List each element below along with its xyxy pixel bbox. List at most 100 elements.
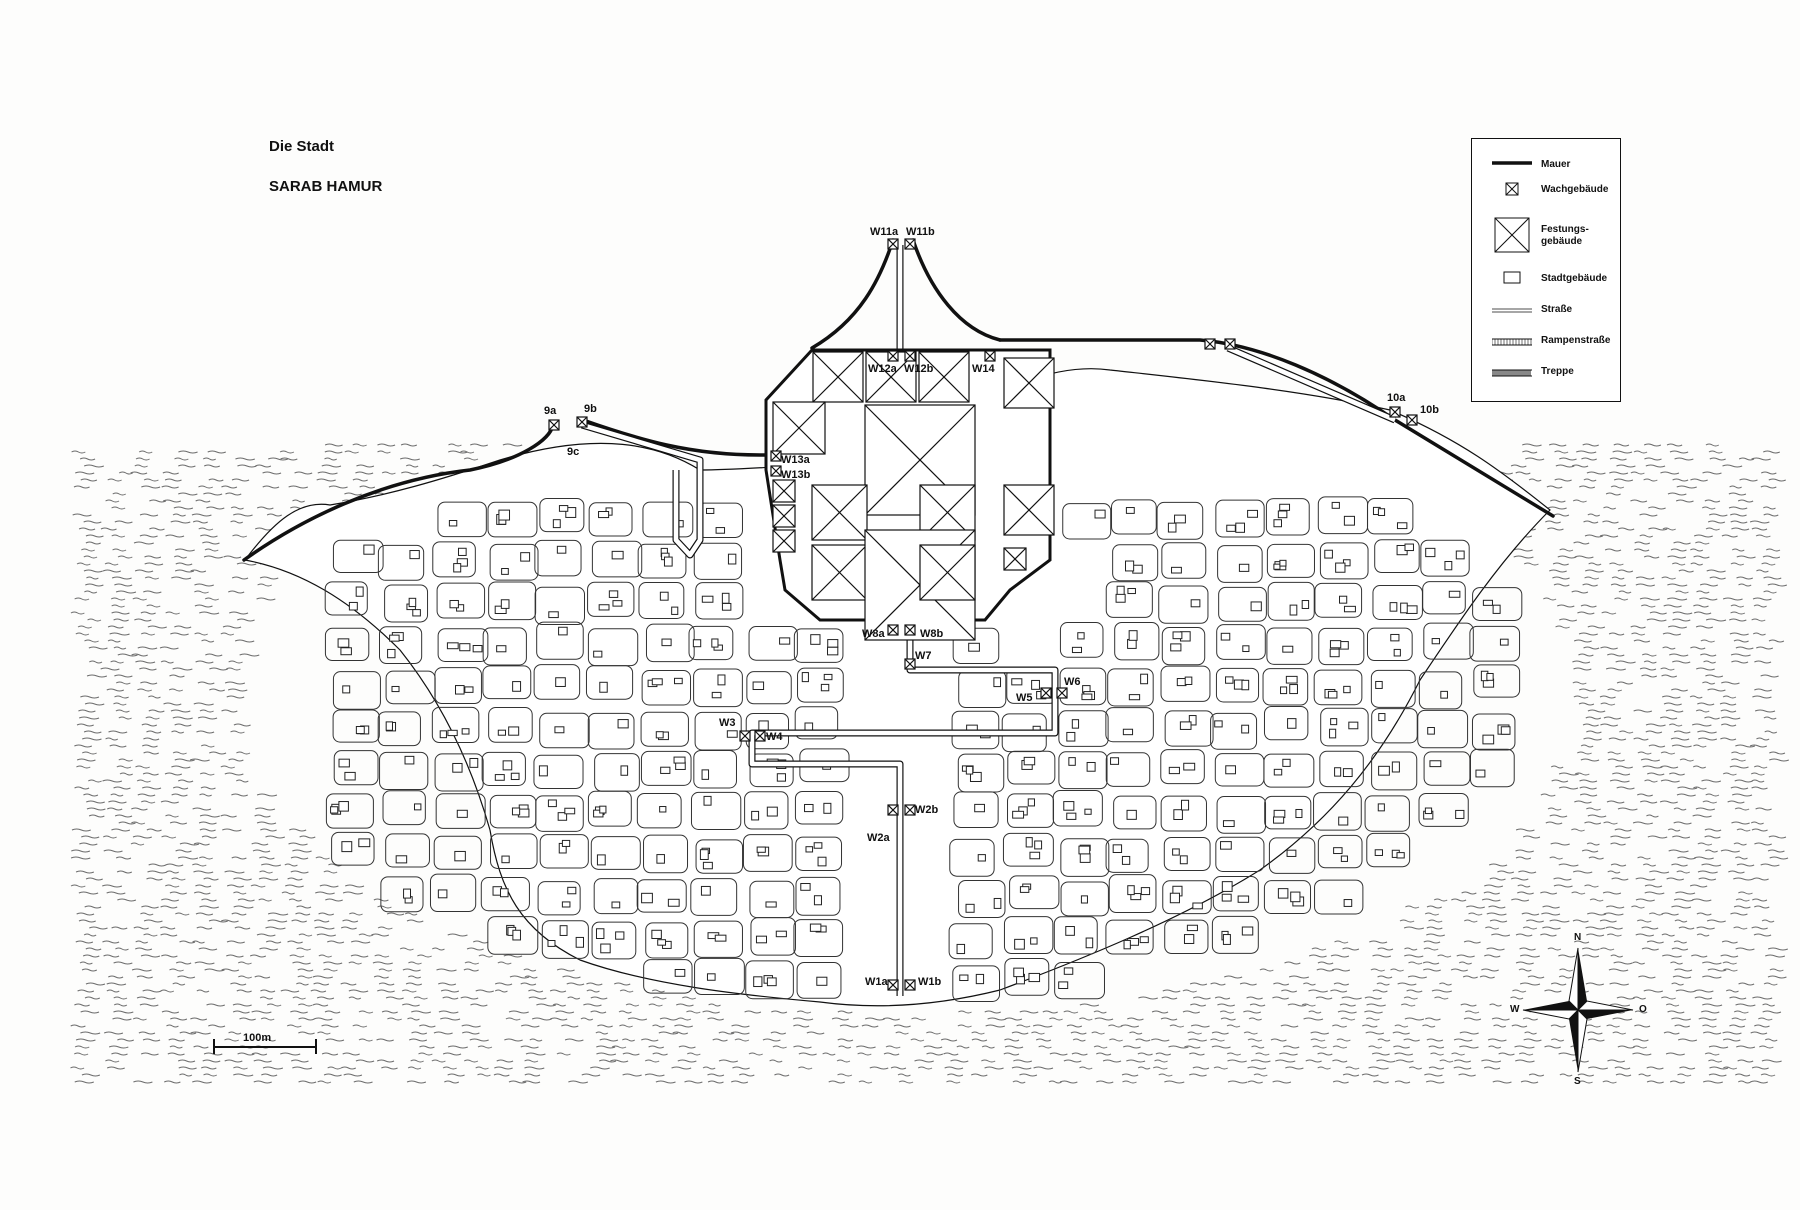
water-mark (250, 884, 266, 888)
water-mark (1722, 597, 1743, 601)
water-mark (1675, 590, 1689, 594)
water-mark (1587, 912, 1607, 916)
water-mark (525, 1052, 546, 1056)
town-building (1330, 718, 1338, 726)
water-mark (460, 450, 475, 454)
town-building (600, 943, 611, 954)
water-mark (1720, 737, 1737, 741)
label-w13a: W13a (781, 454, 811, 466)
town-building (1126, 809, 1137, 820)
water-mark (313, 982, 330, 986)
water-mark (957, 1024, 972, 1028)
water-mark (209, 751, 227, 755)
water-mark (1697, 702, 1715, 706)
town-block (1052, 789, 1103, 827)
water-mark (1737, 1080, 1751, 1084)
water-mark (377, 989, 395, 993)
water-mark (86, 674, 108, 678)
town-building (1094, 509, 1106, 519)
water-mark (1310, 1031, 1330, 1035)
water-mark (1555, 464, 1575, 468)
water-mark (238, 975, 252, 979)
town-building (755, 935, 768, 944)
water-mark (164, 772, 183, 776)
water-mark (1700, 653, 1717, 657)
water-mark (1515, 933, 1533, 937)
water-mark (1540, 891, 1558, 895)
town-building (776, 773, 786, 782)
water-mark (1587, 1031, 1603, 1035)
water-mark (744, 1010, 762, 1014)
town-building (1169, 892, 1180, 904)
town-building (1034, 840, 1043, 850)
water-mark (1549, 919, 1570, 923)
water-mark (417, 954, 432, 958)
water-mark (314, 919, 330, 923)
water-mark (237, 898, 255, 902)
water-mark (139, 534, 158, 538)
town-building (1285, 675, 1298, 684)
town-block (591, 921, 637, 960)
water-mark (119, 772, 134, 776)
town-building (969, 771, 982, 782)
water-mark (438, 982, 457, 986)
water-mark (290, 856, 309, 860)
town-block (1370, 669, 1416, 708)
town-building (1396, 852, 1405, 859)
water-mark (86, 800, 105, 804)
water-mark (1365, 1031, 1385, 1035)
street-line-icon (1492, 308, 1532, 313)
water-mark (350, 954, 369, 958)
water-mark (1248, 1017, 1262, 1021)
water-mark (1702, 1024, 1717, 1028)
water-mark (196, 926, 213, 930)
water-mark (259, 947, 278, 951)
water-mark (1702, 471, 1722, 475)
water-mark (505, 1017, 521, 1021)
wall-west-inner (581, 418, 768, 457)
town-block (693, 749, 737, 789)
water-mark (1722, 1038, 1741, 1042)
water-mark (1545, 821, 1563, 825)
water-mark (1610, 835, 1631, 839)
water-mark (407, 975, 422, 979)
water-mark (618, 1010, 632, 1014)
town-building (661, 638, 672, 647)
water-mark (520, 1045, 539, 1049)
town-building (1237, 895, 1250, 903)
town-block (1266, 627, 1313, 665)
water-mark (625, 1003, 640, 1007)
water-mark (1584, 821, 1602, 825)
water-mark (672, 1031, 689, 1035)
water-mark (1603, 912, 1624, 916)
water-mark (280, 457, 298, 461)
town-block (1320, 707, 1369, 747)
town-building (1030, 937, 1038, 945)
label-w14: W14 (972, 363, 996, 375)
town-building (496, 645, 507, 653)
water-mark (1341, 996, 1362, 1000)
town-building (1290, 891, 1301, 903)
water-mark (462, 1031, 480, 1035)
town-block (434, 753, 484, 792)
water-mark (1729, 618, 1747, 622)
town-block (793, 628, 844, 663)
water-mark (146, 828, 162, 832)
water-mark (1670, 737, 1690, 741)
water-mark (288, 485, 309, 489)
water-mark (956, 1045, 970, 1049)
water-mark (463, 968, 479, 972)
water-mark (296, 947, 311, 951)
water-mark (85, 947, 102, 951)
water-mark (1659, 800, 1678, 804)
water-mark (1677, 1073, 1692, 1077)
water-mark (1696, 926, 1715, 930)
town-block (1062, 503, 1112, 540)
water-mark (1428, 1066, 1445, 1070)
water-mark (139, 1003, 159, 1007)
water-mark (1332, 1024, 1347, 1028)
water-mark (1672, 478, 1689, 482)
water-mark (1762, 1003, 1775, 1007)
water-mark (1514, 1045, 1535, 1049)
water-mark (1541, 912, 1561, 916)
